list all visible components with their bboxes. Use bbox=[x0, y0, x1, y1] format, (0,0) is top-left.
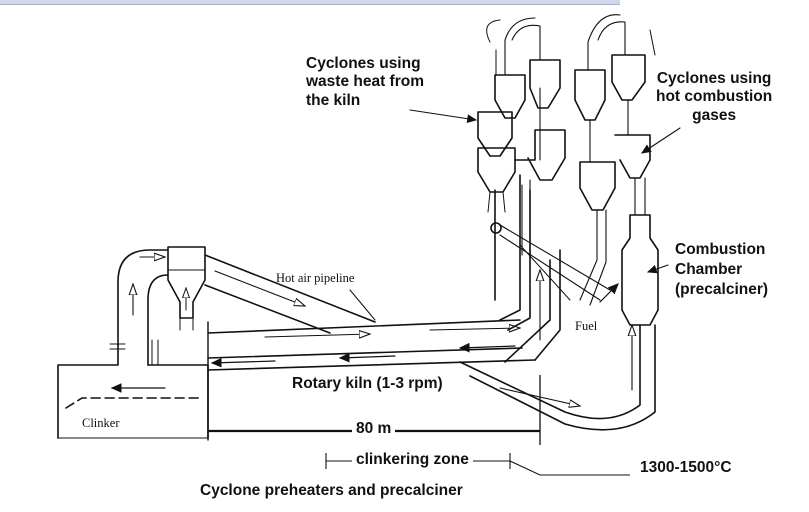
label-fuel: Fuel bbox=[575, 319, 598, 333]
label-rotary-kiln: Rotary kiln (1-3 rpm) bbox=[292, 375, 443, 392]
cooler-duct bbox=[117, 249, 169, 346]
pointer-hot-air bbox=[349, 289, 376, 321]
label-cyclones-waste-heat: Cyclones using waste heat from the kiln bbox=[306, 55, 425, 109]
right-cyclone-string bbox=[574, 14, 656, 306]
label-combustion-chamber: Combustion Chamber (precalciner) bbox=[675, 241, 769, 298]
label-clinker: Clinker bbox=[82, 416, 120, 430]
fuel-arrow bbox=[599, 283, 619, 303]
tertiary-duct bbox=[459, 324, 641, 420]
label-hot-air-pipeline: Hot air pipeline bbox=[276, 271, 355, 285]
header-strip-border bbox=[0, 4, 620, 5]
hot-air-pipeline bbox=[204, 254, 376, 323]
rotary-kiln bbox=[207, 319, 536, 371]
clinker-grate bbox=[65, 397, 201, 409]
pointer-temperature bbox=[509, 460, 630, 476]
label-cyclones-hot-gases: Cyclones using hot combustion gases bbox=[656, 70, 773, 124]
label-clinkering-zone: clinkering zone bbox=[352, 451, 473, 470]
label-temperature: 1300-1500°C bbox=[640, 459, 732, 476]
label-caption: Cyclone preheaters and precalciner bbox=[200, 482, 463, 499]
kiln-inlet bbox=[504, 249, 561, 363]
clinker-cooler bbox=[57, 344, 209, 439]
pointer-hot-gases bbox=[641, 127, 681, 154]
pointer-combustion bbox=[646, 264, 669, 274]
label-80m: 80 m bbox=[352, 420, 396, 439]
combustion-chamber bbox=[621, 214, 659, 326]
header-strip bbox=[0, 0, 620, 4]
pointer-waste-heat bbox=[409, 109, 478, 124]
left-cyclone-string bbox=[477, 17, 566, 256]
